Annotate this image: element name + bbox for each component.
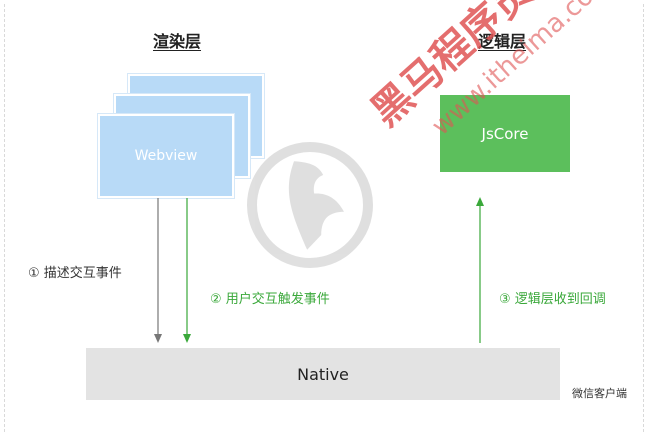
step-3-note: ③ 逻辑层收到回调 [499,292,606,307]
step-1-note: ① 描述交互事件 [28,266,122,281]
arrow-trigger-event [183,198,191,343]
step-2-note: ② 用户交互触发事件 [210,292,330,307]
diagram-frame [4,4,644,432]
logic-layer-title: 逻辑层 [478,32,527,51]
arrow-callback [476,197,484,343]
jscore-box: JsCore [440,95,570,172]
webview-label: Webview [134,148,198,164]
webview-box: Webview [98,114,234,198]
jscore-label: JsCore [481,124,529,143]
render-layer-title: 渲染层 [153,32,202,51]
native-box: Native [86,348,560,400]
native-label: Native [297,364,349,384]
arrow-describe-event [154,198,162,343]
wechat-client-label: 微信客户端 [572,387,627,400]
